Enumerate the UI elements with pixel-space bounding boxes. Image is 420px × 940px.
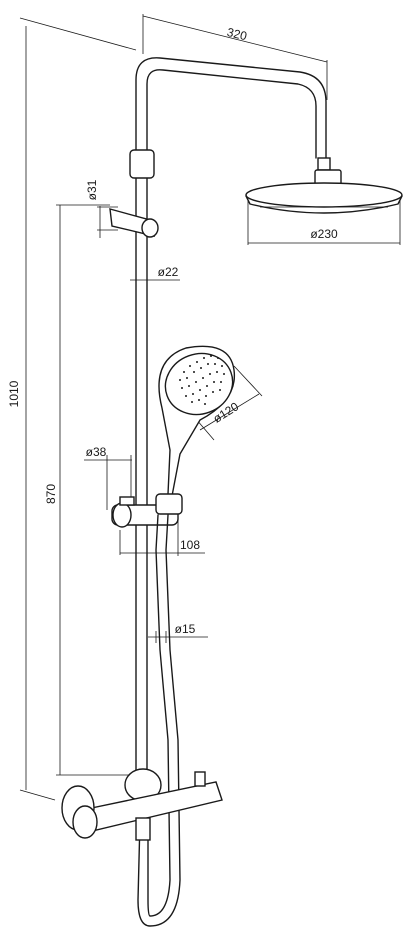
- rail-diameter-label: ø22: [158, 265, 179, 279]
- thermostatic-mixer: [61, 768, 223, 841]
- head-diameter-label: ø230: [310, 227, 338, 241]
- bracket-diameter-label: ø31: [85, 179, 99, 200]
- head-shower: [245, 182, 403, 214]
- total-height-label: 1010: [7, 380, 21, 407]
- dimension-labels: 320 ø230 ø31 ø22 1010 870 ø120 ø38 108 ø…: [7, 25, 338, 636]
- arm-length-label: 320: [226, 25, 249, 44]
- spray-nozzles: [179, 355, 225, 405]
- rail-length-label: 870: [44, 484, 58, 504]
- hose-diameter-label: ø15: [175, 622, 196, 636]
- slider-projection-label: 108: [180, 538, 200, 552]
- slider: [111, 493, 183, 528]
- slider-diameter-label: ø38: [86, 445, 107, 459]
- dimension-lines: [19, 14, 401, 801]
- overhead-arm: [135, 57, 342, 189]
- hose: [137, 514, 181, 927]
- wall-bracket: [109, 208, 159, 238]
- riser-rail: [129, 149, 155, 771]
- hand-shower: [158, 345, 236, 498]
